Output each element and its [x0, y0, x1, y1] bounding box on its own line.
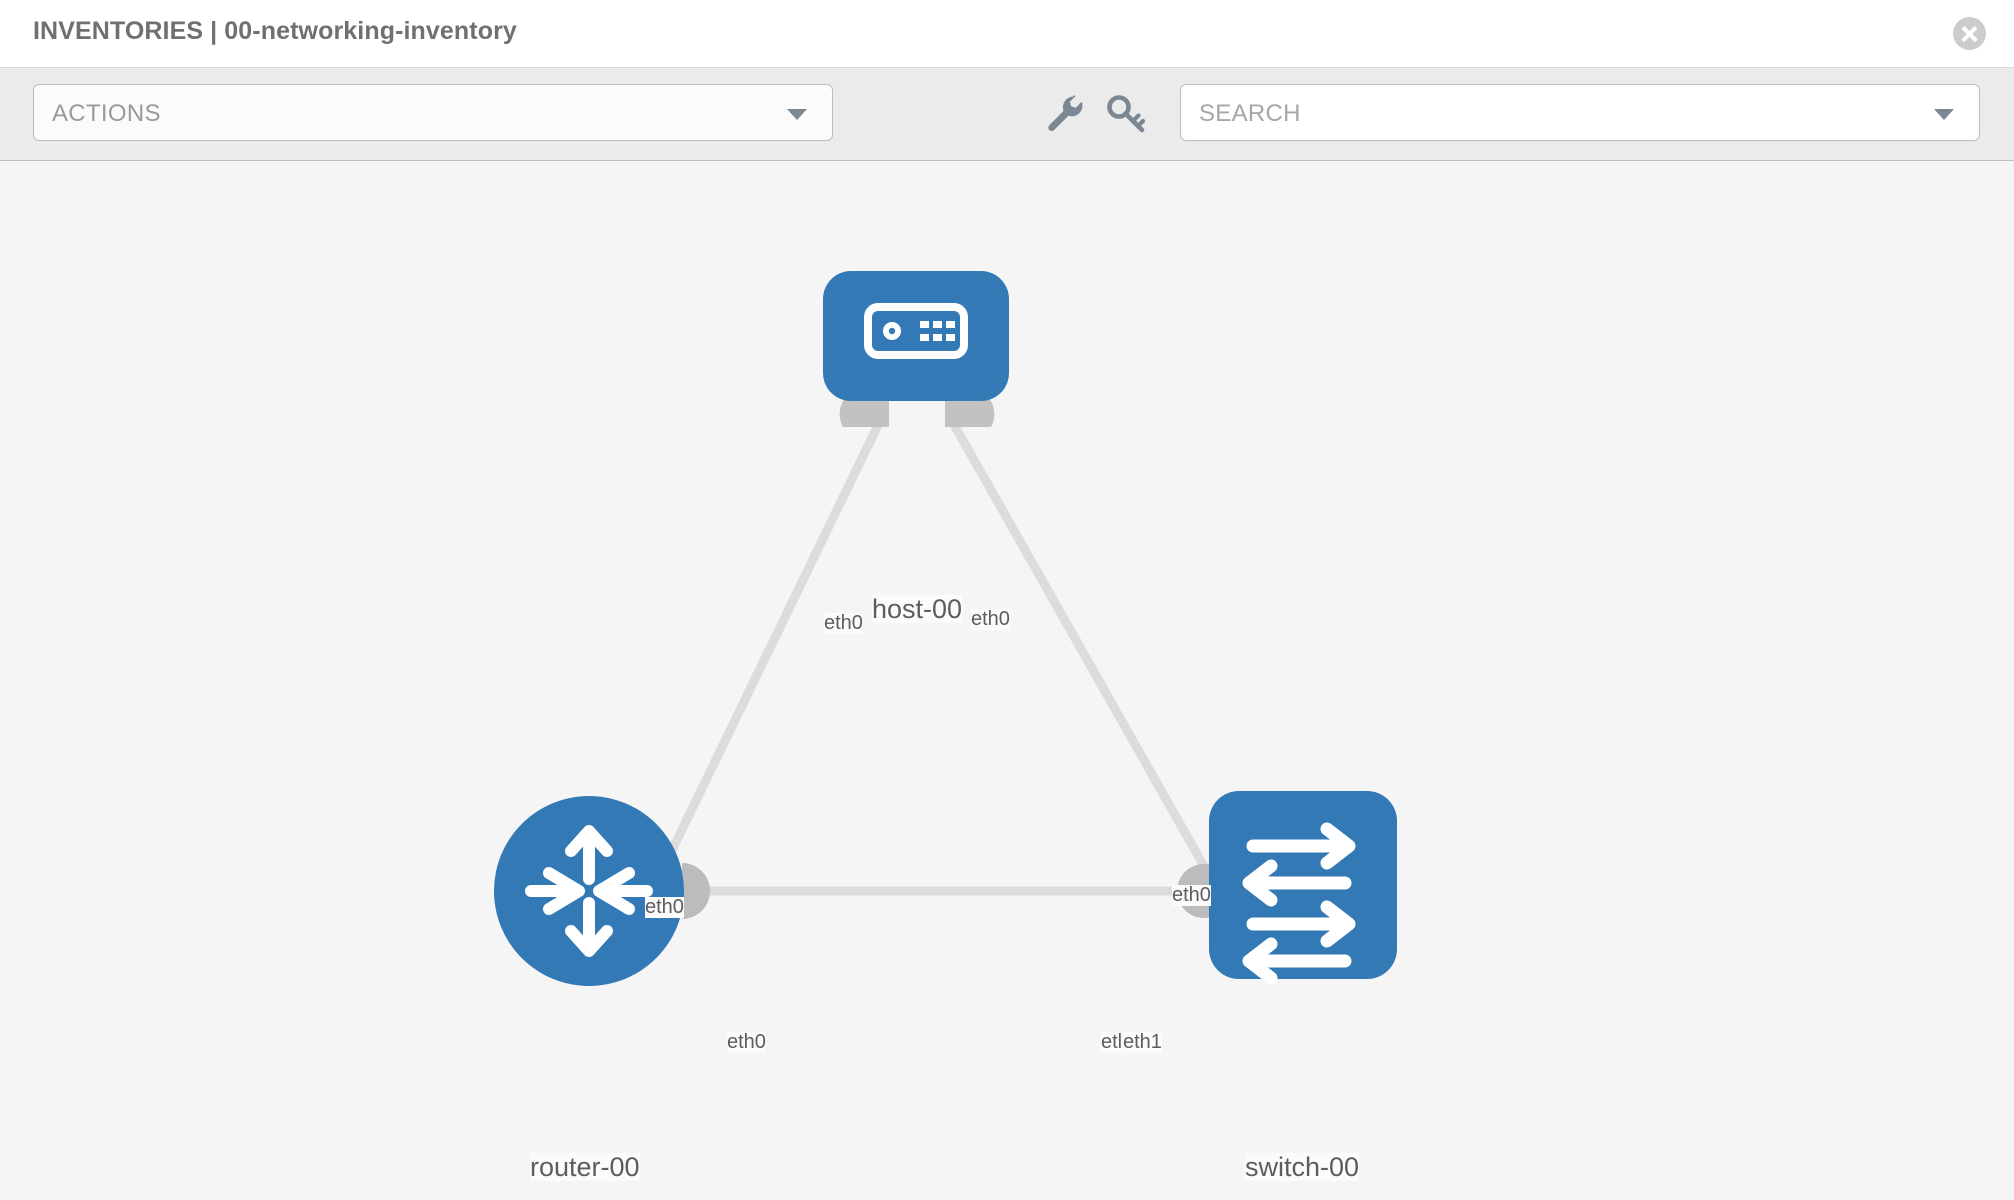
- actions-dropdown-label: ACTIONS: [52, 100, 161, 127]
- interface-label-host00-left: eth0: [824, 612, 863, 634]
- link-host00-router00: [640, 419, 885, 908]
- router-arrows-icon: [525, 825, 653, 957]
- node-switch-00: [1209, 791, 1397, 985]
- switch-arrows-icon: [1242, 822, 1356, 985]
- chevron-down-icon: [787, 109, 807, 120]
- topology-canvas[interactable]: host-00 router-00 switch-00 eth0 eth0 et…: [0, 161, 2014, 1200]
- interface-label-router00-up: eth0: [645, 896, 684, 918]
- key-icon[interactable]: [1102, 88, 1150, 136]
- interface-label-switch00-left-truncated: etl: [1101, 1031, 1123, 1053]
- node-label-switch-00: switch-00: [1245, 1152, 1360, 1182]
- wrench-icon[interactable]: [1040, 88, 1088, 136]
- node-label-host-00: host-00: [872, 594, 963, 624]
- interface-label-router00-right: eth0: [727, 1031, 766, 1053]
- interface-label-switch00-up: eth0: [1172, 884, 1211, 906]
- toolbar: ACTIONS SEARCH: [0, 68, 2014, 161]
- topology-links: [640, 418, 1239, 924]
- topology-graph: [494, 271, 1397, 986]
- chevron-down-icon: [1934, 109, 1954, 120]
- page-title: INVENTORIES | 00-networking-inventory: [33, 17, 517, 45]
- node-label-router-00: router-00: [530, 1152, 640, 1182]
- link-host00-switch00: [948, 418, 1239, 924]
- server-icon: [864, 303, 968, 359]
- connector-router00-right: [682, 863, 710, 919]
- close-icon[interactable]: [1953, 17, 1986, 50]
- page-header: INVENTORIES | 00-networking-inventory: [0, 0, 2014, 68]
- interface-label-switch00-left: eth1: [1123, 1031, 1162, 1053]
- toolbar-icon-group: [1040, 88, 1200, 138]
- interface-label-host00-right: eth0: [971, 608, 1010, 630]
- node-host-00: [823, 271, 1009, 401]
- node-router-00-shape: [494, 796, 684, 986]
- node-router-00: [494, 796, 684, 986]
- search-input-placeholder: SEARCH: [1199, 100, 1301, 127]
- actions-dropdown[interactable]: ACTIONS: [33, 84, 833, 141]
- search-input[interactable]: SEARCH: [1180, 84, 1980, 141]
- node-host-00-shape: [823, 271, 1009, 401]
- topology-connectors: [682, 387, 1265, 970]
